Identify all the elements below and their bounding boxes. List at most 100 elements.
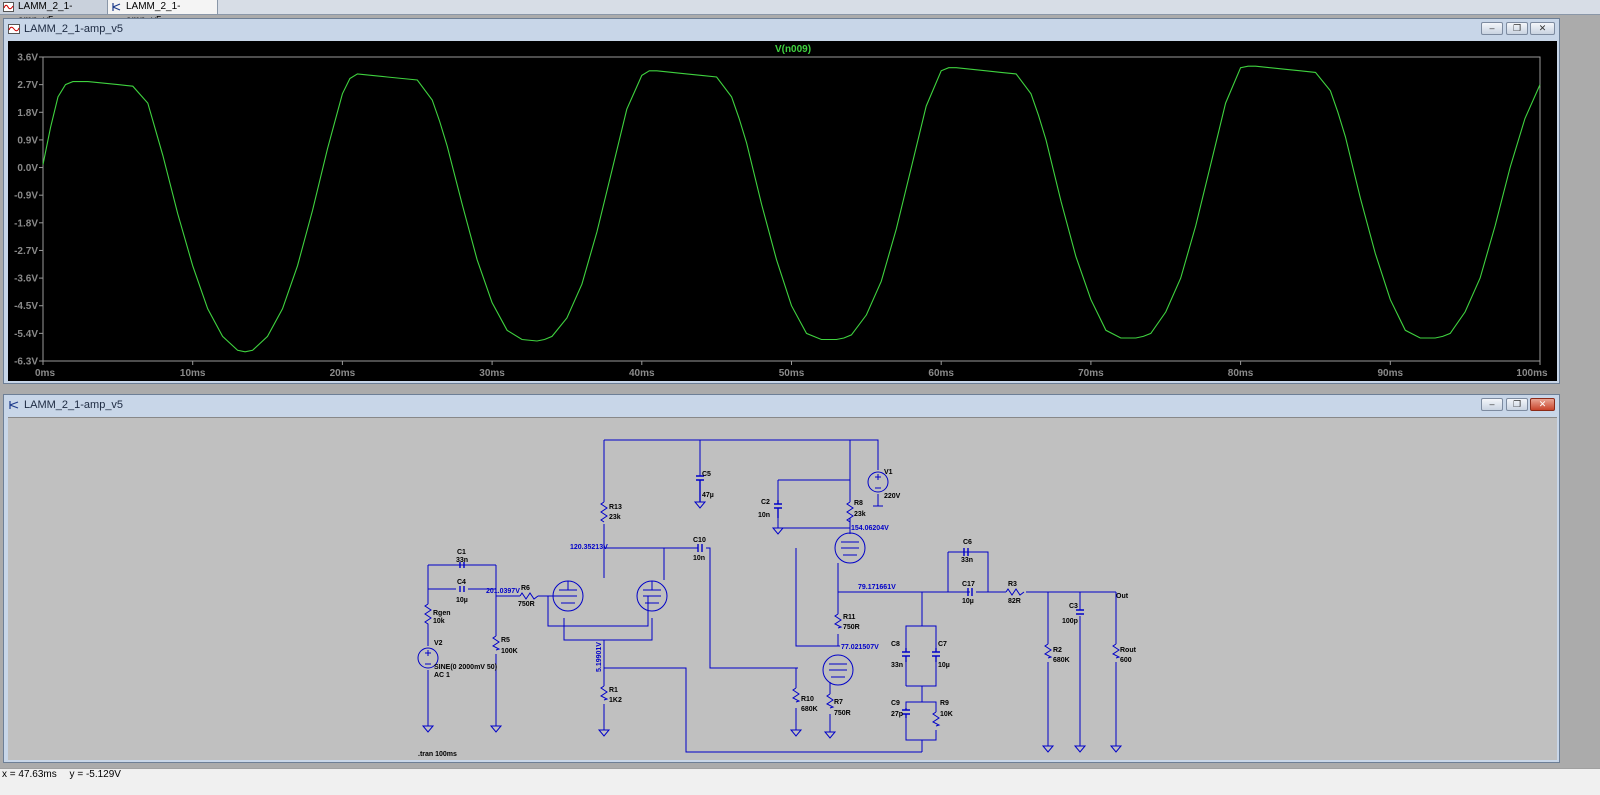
label-c1-value[interactable]: 33n — [456, 557, 468, 564]
label-r1-value[interactable]: 1K2 — [609, 697, 622, 704]
node-voltage-label[interactable]: 79.171661V — [858, 584, 896, 591]
maximize-button[interactable]: ❐ — [1506, 22, 1528, 35]
label-c6-value[interactable]: 33n — [961, 557, 973, 564]
label-r3-value[interactable]: 82R — [1008, 598, 1021, 605]
label-r7-value[interactable]: 750R — [834, 710, 851, 717]
wires — [427, 439, 1117, 753]
label-c10-value[interactable]: 10n — [693, 555, 705, 562]
cursor-y-readout: y = -5.129V — [69, 769, 121, 780]
label-v2-extra[interactable]: AC 1 — [434, 672, 450, 679]
waveform-chart[interactable]: V(n009) 3.6V2.7V1.8V0.9V0.0V-0.9V-1.8V-2… — [8, 41, 1557, 381]
y-tick-label: -6.3V — [14, 357, 38, 368]
label-r9-value[interactable]: 10K — [940, 711, 953, 718]
label-rgen-value[interactable]: 10k — [433, 618, 445, 625]
label-rout-value[interactable]: 600 — [1120, 657, 1132, 664]
waveform-window-titlebar[interactable]: LAMM_2_1-amp_v5 – ❐ ✕ — [4, 19, 1559, 39]
schematic-canvas[interactable]: C1 33n C4 10µ Rgen 10k V2 SINE(0 2000mV … — [8, 417, 1557, 760]
waveform-icon — [8, 24, 20, 34]
label-c4-ref[interactable]: C4 — [457, 579, 466, 586]
label-r10-value[interactable]: 680K — [801, 706, 818, 713]
label-r1-ref[interactable]: R1 — [609, 687, 618, 694]
label-c6-ref[interactable]: C6 — [963, 539, 972, 546]
label-rout-ref[interactable]: Rout — [1120, 647, 1137, 654]
label-r13-ref[interactable]: R13 — [609, 504, 622, 511]
y-tick-label: 0.9V — [17, 135, 38, 146]
label-c7-value[interactable]: 10µ — [938, 662, 950, 669]
minimize-button[interactable]: – — [1481, 398, 1503, 411]
schematic-window-title: LAMM_2_1-amp_v5 — [24, 399, 124, 411]
label-r8-value[interactable]: 23k — [854, 511, 866, 518]
label-r6-ref[interactable]: R6 — [521, 585, 530, 592]
spice-directive[interactable]: .tran 100ms — [418, 751, 457, 758]
node-voltage-label[interactable]: 77.021507V — [841, 644, 879, 651]
label-r6-value[interactable]: 750R — [518, 601, 535, 608]
label-c17-value[interactable]: 10µ — [962, 598, 974, 605]
label-r8-ref[interactable]: R8 — [854, 500, 863, 507]
label-c5-ref[interactable]: C5 — [702, 471, 711, 478]
label-r3-ref[interactable]: R3 — [1008, 581, 1017, 588]
label-c4-value[interactable]: 10µ — [456, 597, 468, 604]
label-c3-ref[interactable]: C3 — [1069, 603, 1078, 610]
x-tick-label: 90ms — [1378, 368, 1404, 379]
label-r11-value[interactable]: 750R — [843, 624, 860, 631]
label-c2-value[interactable]: 10n — [758, 512, 770, 519]
voltage-sources — [417, 471, 889, 669]
y-tick-label: -0.9V — [14, 191, 38, 202]
label-r10-ref[interactable]: R10 — [801, 696, 814, 703]
label-c1-ref[interactable]: C1 — [457, 549, 466, 556]
component-labels: C1 33n C4 10µ Rgen 10k V2 SINE(0 2000mV … — [433, 469, 1137, 718]
plot-frame — [42, 56, 1541, 362]
schematic-icon — [9, 401, 19, 409]
label-v1-ref[interactable]: V1 — [884, 469, 893, 476]
minimize-icon: – — [1489, 23, 1495, 33]
label-c10-ref[interactable]: C10 — [693, 537, 706, 544]
node-voltage-label[interactable]: 5.19901V — [596, 642, 603, 672]
waveform-window-title: LAMM_2_1-amp_v5 — [24, 23, 124, 35]
node-voltage-label[interactable]: 154.06204V — [851, 525, 889, 532]
y-tick-label: -5.4V — [14, 329, 38, 340]
label-r2-value[interactable]: 680K — [1053, 657, 1070, 664]
label-c17-ref[interactable]: C17 — [962, 581, 975, 588]
label-v2-value[interactable]: SINE(0 2000mV 50) — [434, 664, 497, 671]
node-voltage-label[interactable]: 120.35213V — [570, 544, 608, 551]
output-node-label[interactable]: Out — [1116, 593, 1129, 600]
close-button[interactable]: ✕ — [1530, 398, 1555, 411]
node-voltage-label[interactable]: 201.0397V — [486, 588, 520, 595]
label-c3-value[interactable]: 100p — [1062, 618, 1078, 625]
trace-label[interactable]: V(n009) — [775, 44, 811, 55]
x-tick-label: 20ms — [330, 368, 356, 379]
label-v1-value[interactable]: 220V — [884, 493, 901, 500]
label-c7-ref[interactable]: C7 — [938, 641, 947, 648]
close-button[interactable]: ✕ — [1530, 22, 1555, 35]
label-rgen-ref[interactable]: Rgen — [433, 610, 451, 617]
label-r5-value[interactable]: 100K — [501, 648, 518, 655]
label-v2-ref[interactable]: V2 — [434, 640, 443, 647]
label-c8-ref[interactable]: C8 — [891, 641, 900, 648]
label-c2-ref[interactable]: C2 — [761, 499, 770, 506]
label-c5-value[interactable]: 47µ — [702, 492, 714, 499]
label-r7-ref[interactable]: R7 — [834, 699, 843, 706]
maximize-button[interactable]: ❐ — [1506, 398, 1528, 411]
tab-schematic[interactable]: LAMM_2_1-amp_v5 — [108, 0, 218, 26]
label-r11-ref[interactable]: R11 — [843, 614, 856, 621]
close-icon: ✕ — [1538, 23, 1547, 33]
label-r13-value[interactable]: 23k — [609, 514, 621, 521]
schematic-drawing[interactable]: C1 33n C4 10µ Rgen 10k V2 SINE(0 2000mV … — [8, 418, 1557, 760]
label-c9-value[interactable]: 27p — [891, 711, 903, 718]
x-tick-label: 80ms — [1228, 368, 1254, 379]
schematic-window-titlebar[interactable]: LAMM_2_1-amp_v5 – ❐ ✕ — [4, 395, 1559, 415]
cursor-x-readout: x = 47.63ms — [2, 769, 57, 780]
label-r2-ref[interactable]: R2 — [1053, 647, 1062, 654]
restore-icon: ❐ — [1512, 399, 1522, 409]
y-tick-label: 3.6V — [17, 53, 38, 64]
node-voltage-labels: 120.35213V 201.0397V 5.19901V 154.06204V… — [486, 525, 1129, 672]
label-r9-ref[interactable]: R9 — [940, 700, 949, 707]
label-c8-value[interactable]: 33n — [891, 662, 903, 669]
x-tick-label: 40ms — [629, 368, 655, 379]
label-r5-ref[interactable]: R5 — [501, 637, 510, 644]
y-tick-label: 1.8V — [17, 108, 38, 119]
label-c9-ref[interactable]: C9 — [891, 700, 900, 707]
minimize-button[interactable]: – — [1481, 22, 1503, 35]
tab-waveform[interactable]: LAMM_2_1-amp_v5 — [0, 0, 108, 26]
